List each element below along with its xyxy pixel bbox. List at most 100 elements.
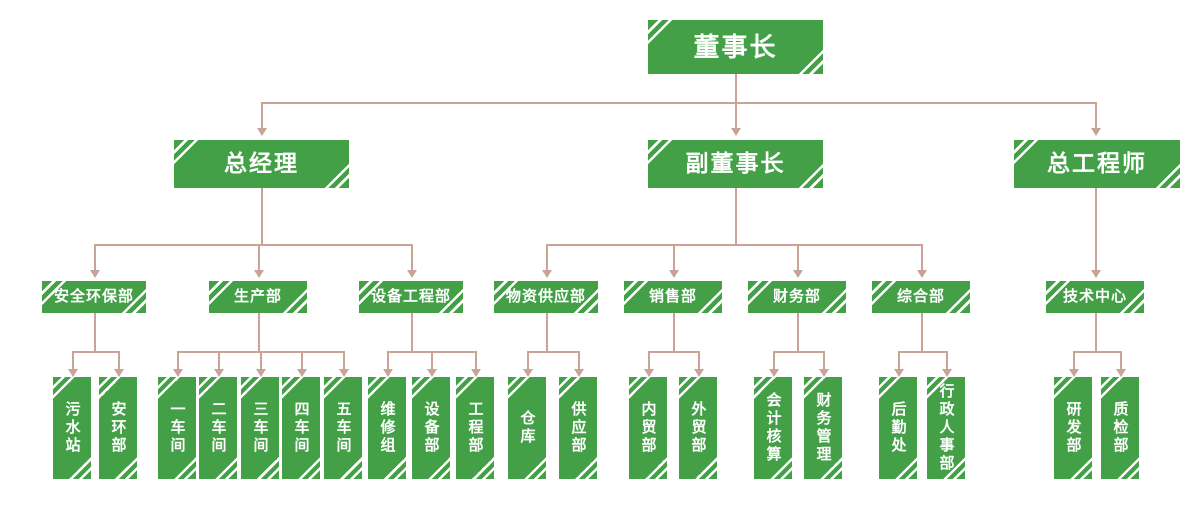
connector-d3-drop-1 bbox=[387, 351, 389, 371]
connector-d4-stem bbox=[546, 313, 548, 351]
arrow-l4-5 bbox=[256, 369, 266, 377]
node-vice-chairman-label: 副董事长 bbox=[685, 150, 786, 177]
arrow-l4-16 bbox=[819, 369, 829, 377]
leaf-safety-env-dept[interactable]: 安环部 bbox=[99, 377, 137, 479]
leaf-maintenance-team-label: 维修组 bbox=[378, 401, 396, 455]
leaf-rd-dept[interactable]: 研发部 bbox=[1054, 377, 1092, 479]
arrow-l4-3 bbox=[173, 369, 183, 377]
node-chairman-label: 董事长 bbox=[693, 31, 778, 62]
arrow-l4-11 bbox=[523, 369, 533, 377]
arrow-l3-2 bbox=[254, 270, 264, 278]
connector-gm-drop-1 bbox=[94, 244, 96, 272]
connector-d7-bus bbox=[898, 351, 946, 353]
connector-d7-drop-2 bbox=[946, 351, 948, 371]
arrow-l4-9 bbox=[427, 369, 437, 377]
leaf-warehouse-label: 仓库 bbox=[518, 410, 536, 446]
connector-d1-bus bbox=[72, 351, 118, 353]
arrow-l4-2 bbox=[114, 369, 124, 377]
leaf-safety-env-dept-label: 安环部 bbox=[109, 401, 127, 455]
leaf-rd-dept-label: 研发部 bbox=[1064, 401, 1082, 455]
node-technology-center[interactable]: 技术中心 bbox=[1046, 281, 1144, 313]
leaf-workshop-1-label: 一车间 bbox=[168, 401, 186, 455]
node-vice-chairman[interactable]: 副董事长 bbox=[648, 140, 823, 188]
leaf-domestic-trade-dept[interactable]: 内贸部 bbox=[629, 377, 667, 479]
connector-d8-stem bbox=[1095, 313, 1097, 351]
leaf-supply-dept-label: 供应部 bbox=[569, 401, 587, 455]
connector-d2-drop-4 bbox=[301, 351, 303, 371]
node-production-dept[interactable]: 生产部 bbox=[209, 281, 307, 313]
leaf-equipment-dept[interactable]: 设备部 bbox=[412, 377, 450, 479]
leaf-workshop-5[interactable]: 五车间 bbox=[324, 377, 362, 479]
connector-vc-drop-1 bbox=[546, 244, 548, 272]
leaf-workshop-2[interactable]: 二车间 bbox=[199, 377, 237, 479]
leaf-maintenance-team[interactable]: 维修组 bbox=[368, 377, 406, 479]
leaf-financial-management[interactable]: 财务管理 bbox=[804, 377, 842, 479]
arrow-l2-2 bbox=[731, 128, 741, 136]
connector-l1-drop-2 bbox=[735, 102, 737, 130]
node-general-manager-label: 总经理 bbox=[224, 150, 299, 177]
connector-d3-drop-2 bbox=[431, 351, 433, 371]
node-chairman[interactable]: 董事长 bbox=[648, 20, 823, 74]
connector-d5-drop-2 bbox=[698, 351, 700, 371]
leaf-workshop-4[interactable]: 四车间 bbox=[282, 377, 320, 479]
leaf-workshop-3-label: 三车间 bbox=[251, 401, 269, 455]
leaf-workshop-2-label: 二车间 bbox=[209, 401, 227, 455]
connector-d4-drop-1 bbox=[527, 351, 529, 371]
leaf-admin-hr-dept[interactable]: 行政人事部 bbox=[927, 377, 965, 479]
arrow-l2-1 bbox=[257, 128, 267, 136]
connector-d2-stem bbox=[258, 313, 260, 351]
leaf-quality-inspection-dept[interactable]: 质检部 bbox=[1101, 377, 1139, 479]
node-equipment-engineering-dept[interactable]: 设备工程部 bbox=[359, 281, 463, 313]
arrow-l4-15 bbox=[769, 369, 779, 377]
node-chief-engineer-label: 总工程师 bbox=[1047, 150, 1147, 177]
node-general-affairs-dept[interactable]: 综合部 bbox=[872, 281, 970, 313]
connector-l1-bus bbox=[261, 102, 1095, 104]
connector-ce-stem bbox=[1095, 188, 1097, 272]
arrow-l4-8 bbox=[383, 369, 393, 377]
connector-d2-drop-2 bbox=[218, 351, 220, 371]
connector-vc-drop-3 bbox=[797, 244, 799, 272]
node-safety-environment-dept[interactable]: 安全环保部 bbox=[42, 281, 146, 313]
arrow-l4-6 bbox=[297, 369, 307, 377]
leaf-accounting[interactable]: 会计核算 bbox=[754, 377, 792, 479]
arrow-l3-1 bbox=[90, 270, 100, 278]
leaf-workshop-1[interactable]: 一车间 bbox=[158, 377, 196, 479]
arrow-l3-7 bbox=[917, 270, 927, 278]
arrow-l4-13 bbox=[644, 369, 654, 377]
leaf-warehouse[interactable]: 仓库 bbox=[508, 377, 546, 479]
connector-d6-bus bbox=[773, 351, 823, 353]
arrow-l2-3 bbox=[1091, 128, 1101, 136]
node-finance-dept-label: 财务部 bbox=[772, 288, 821, 306]
leaf-sewage-station[interactable]: 污水站 bbox=[53, 377, 91, 479]
leaf-workshop-3[interactable]: 三车间 bbox=[241, 377, 279, 479]
connector-vc-bus bbox=[546, 244, 921, 246]
connector-d3-stem bbox=[411, 313, 413, 351]
leaf-workshop-4-label: 四车间 bbox=[292, 401, 310, 455]
arrow-l4-10 bbox=[471, 369, 481, 377]
connector-d4-bus bbox=[527, 351, 578, 353]
leaf-engineering-dept[interactable]: 工程部 bbox=[456, 377, 494, 479]
connector-gm-drop-2 bbox=[258, 244, 260, 272]
leaf-supply-dept[interactable]: 供应部 bbox=[559, 377, 597, 479]
connector-d8-drop-1 bbox=[1073, 351, 1075, 371]
node-general-manager[interactable]: 总经理 bbox=[174, 140, 349, 188]
connector-gm-drop-3 bbox=[411, 244, 413, 272]
connector-l1-drop-1 bbox=[261, 102, 263, 130]
node-finance-dept[interactable]: 财务部 bbox=[748, 281, 846, 313]
connector-d5-drop-1 bbox=[648, 351, 650, 371]
node-chief-engineer[interactable]: 总工程师 bbox=[1014, 140, 1180, 188]
connector-vc-drop-2 bbox=[673, 244, 675, 272]
arrow-l4-12 bbox=[574, 369, 584, 377]
node-materials-supply-dept[interactable]: 物资供应部 bbox=[494, 281, 598, 313]
connector-d4-drop-2 bbox=[578, 351, 580, 371]
leaf-accounting-label: 会计核算 bbox=[764, 392, 782, 464]
node-sales-dept[interactable]: 销售部 bbox=[624, 281, 722, 313]
node-equipment-engineering-dept-label: 设备工程部 bbox=[370, 288, 451, 306]
arrow-l3-4 bbox=[542, 270, 552, 278]
leaf-foreign-trade-dept[interactable]: 外贸部 bbox=[679, 377, 717, 479]
arrow-l4-19 bbox=[1069, 369, 1079, 377]
leaf-domestic-trade-dept-label: 内贸部 bbox=[639, 401, 657, 455]
node-safety-environment-dept-label: 安全环保部 bbox=[53, 288, 134, 306]
leaf-logistics-office[interactable]: 后勤处 bbox=[879, 377, 917, 479]
connector-d3-drop-3 bbox=[475, 351, 477, 371]
